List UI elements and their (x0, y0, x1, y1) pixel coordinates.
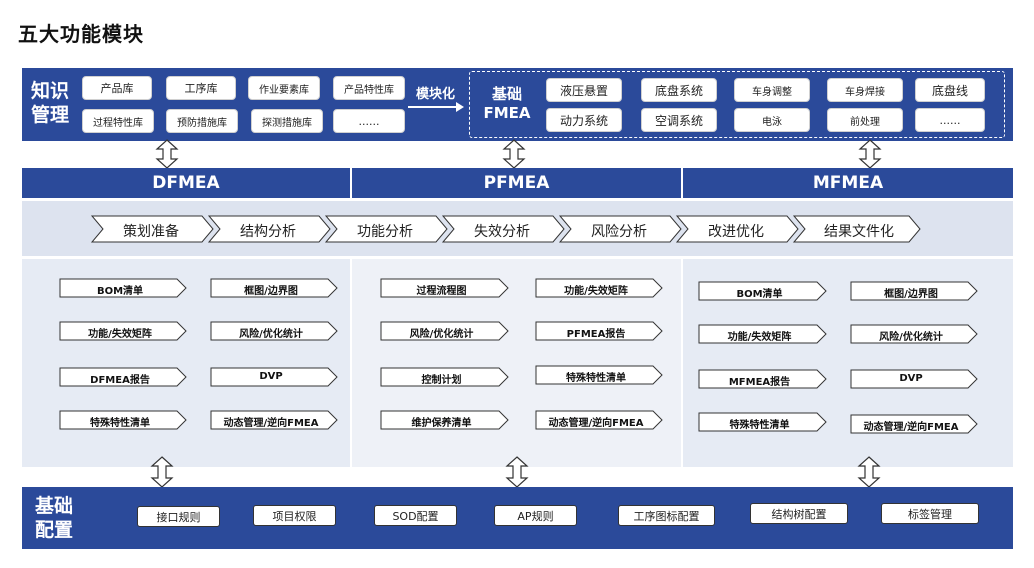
dfmea-item[interactable]: DFMEA报告 (90, 375, 150, 386)
mfmea-item[interactable]: 功能/失效矩阵 (727, 332, 792, 343)
base-fmea-line1: 基础 (491, 85, 522, 103)
dfmea-item[interactable]: BOM清单 (96, 286, 144, 297)
dfmea-item[interactable]: 功能/失效矩阵 (88, 329, 152, 340)
config-item[interactable]: SOD配置 (374, 505, 457, 526)
library-item[interactable]: 过程特性库 (82, 109, 154, 133)
pfmea-item[interactable]: 功能/失效矩阵 (564, 286, 628, 297)
page-title: 五大功能模块 (18, 22, 144, 46)
mfmea-item[interactable]: 动态管理/逆向FMEA (863, 422, 959, 433)
mfmea-item[interactable]: 风险/优化统计 (879, 332, 943, 343)
dfmea-item[interactable]: 框图/边界图 (244, 286, 298, 297)
pfmea-item[interactable]: 特殊特性清单 (566, 373, 626, 384)
pfmea-item[interactable]: 过程流程图 (416, 286, 467, 297)
dfmea-item[interactable]: 特殊特性清单 (90, 418, 150, 429)
fmea-item[interactable]: 底盘系统 (641, 78, 717, 102)
mfmea-item[interactable]: BOM清单 (736, 289, 783, 300)
knowledge-label-line1: 知识 (30, 80, 69, 102)
library-item-more[interactable]: ...... (333, 109, 405, 133)
library-item[interactable]: 预防措施库 (166, 109, 238, 133)
fmea-item[interactable]: 液压悬置 (546, 78, 622, 102)
base-fmea-group (469, 71, 1005, 138)
pfmea-item[interactable]: 动态管理/逆向FMEA (548, 418, 644, 429)
library-item[interactable]: 作业要素库 (248, 76, 320, 100)
library-item[interactable]: 探测措施库 (251, 109, 323, 133)
knowledge-label-line2: 管理 (30, 104, 69, 126)
double-arrow-icon (150, 456, 174, 488)
base-fmea-line2: FMEA (483, 104, 531, 122)
fmea-item[interactable]: 空调系统 (641, 108, 717, 132)
step-function[interactable]: 功能分析 (357, 224, 413, 240)
pfmea-item[interactable]: 风险/优化统计 (409, 329, 474, 340)
step-failure[interactable]: 失效分析 (474, 224, 530, 240)
double-arrow-icon (505, 456, 529, 488)
knowledge-label: 知识 管理 (26, 79, 74, 127)
config-label-line2: 配置 (34, 519, 73, 541)
header-dfmea[interactable]: DFMEA (22, 168, 350, 198)
config-band: 基础 配置 接口规则 项目权限 SOD配置 AP规则 工序图标配置 结构树配置 … (22, 487, 1013, 549)
dfmea-item[interactable]: 风险/优化统计 (239, 329, 303, 340)
config-item[interactable]: 项目权限 (253, 505, 336, 526)
config-label: 基础 配置 (30, 494, 78, 542)
right-arrow-icon (408, 102, 464, 112)
pfmea-item[interactable]: 维护保养清单 (411, 418, 472, 429)
header-pfmea[interactable]: PFMEA (352, 168, 681, 198)
fmea-item[interactable]: 前处理 (827, 108, 903, 132)
config-label-line1: 基础 (34, 495, 73, 517)
fmea-item[interactable]: 车身焊接 (827, 78, 903, 102)
double-arrow-icon (857, 456, 881, 488)
mfmea-item[interactable]: MFMEA报告 (728, 377, 791, 388)
fmea-item[interactable]: 车身调整 (734, 78, 810, 102)
fmea-item[interactable]: 动力系统 (546, 108, 622, 132)
fmea-item[interactable]: 电泳 (734, 108, 810, 132)
library-item[interactable]: 产品特性库 (333, 76, 405, 100)
step-structure[interactable]: 结构分析 (240, 224, 296, 240)
mfmea-item[interactable]: 特殊特性清单 (729, 420, 790, 431)
dfmea-item[interactable]: 动态管理/逆向FMEA (223, 418, 319, 429)
config-item[interactable]: 工序图标配置 (618, 505, 715, 526)
mfmea-item[interactable]: 框图/边界图 (884, 289, 938, 300)
pfmea-item[interactable]: 控制计划 (421, 375, 462, 386)
step-risk[interactable]: 风险分析 (591, 224, 647, 240)
step-optimize[interactable]: 改进优化 (708, 224, 764, 240)
step-document[interactable]: 结果文件化 (824, 224, 894, 240)
pfmea-item[interactable]: PFMEA报告 (566, 329, 626, 340)
modularize-label: 模块化 (416, 87, 456, 102)
fmea-item-more[interactable]: ...... (915, 108, 985, 132)
config-item[interactable]: 结构树配置 (750, 503, 848, 524)
library-item[interactable]: 工序库 (166, 76, 236, 100)
fmea-item[interactable]: 底盘线 (915, 78, 985, 102)
step-plan[interactable]: 策划准备 (123, 224, 179, 240)
steps-chevrons (90, 215, 921, 243)
mfmea-item[interactable]: DVP (899, 373, 923, 384)
base-fmea-label: 基础 FMEA (477, 85, 537, 123)
config-item[interactable]: AP规则 (494, 505, 577, 526)
knowledge-band: 知识 管理 产品库 工序库 作业要素库 产品特性库 过程特性库 预防措施库 探测… (22, 68, 1013, 141)
config-item[interactable]: 接口规则 (137, 506, 220, 527)
dfmea-item[interactable]: DVP (259, 371, 283, 382)
library-item[interactable]: 产品库 (82, 76, 152, 100)
header-mfmea[interactable]: MFMEA (683, 168, 1013, 198)
config-item[interactable]: 标签管理 (881, 503, 979, 524)
